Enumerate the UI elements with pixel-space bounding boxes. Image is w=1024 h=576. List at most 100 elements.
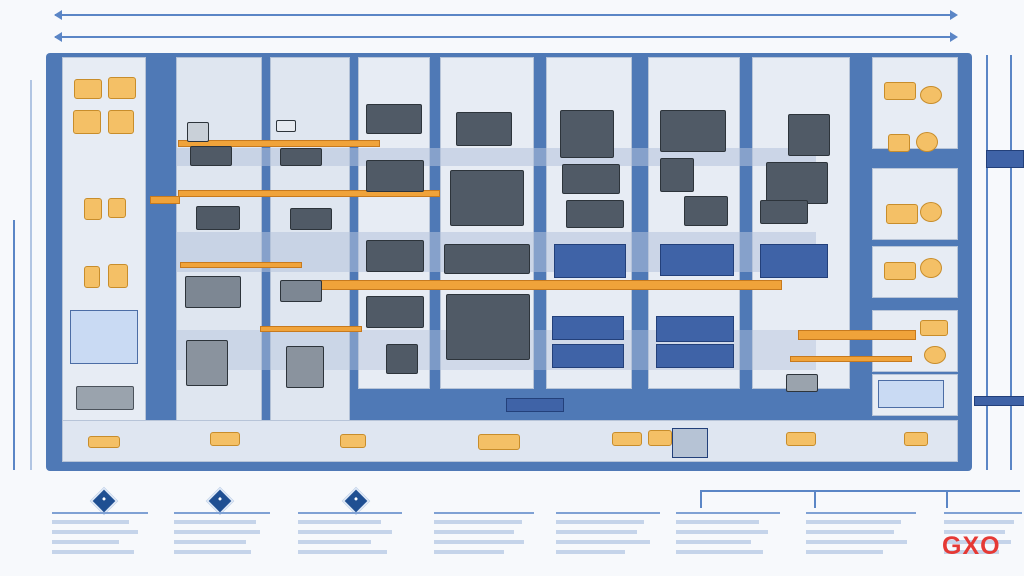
top-dimension-arrow-left-1 — [54, 10, 62, 20]
top-dimension-arrow-right-1 — [950, 10, 958, 20]
right-label-box-2 — [974, 396, 1024, 406]
zone-panel-9 — [872, 57, 958, 149]
center-screen — [506, 398, 564, 412]
annotation-block-4 — [434, 512, 534, 572]
left-dimension-line — [13, 220, 15, 470]
bottom-chip-4 — [478, 434, 520, 450]
item-chip-2 — [108, 77, 136, 99]
annotation-block-1 — [52, 512, 148, 572]
bottom-chip-8 — [904, 432, 928, 446]
diamond-marker-icon-2 — [205, 486, 235, 516]
conveyor-line-7 — [790, 356, 912, 362]
item-chip-10 — [920, 86, 942, 104]
machine-29 — [786, 374, 818, 392]
screen-4 — [660, 244, 734, 276]
bottom-chip-1 — [88, 436, 120, 448]
machine-24 — [660, 158, 694, 192]
item-chip-13 — [886, 204, 918, 224]
diamond-marker-icon-1 — [89, 486, 119, 516]
bottom-chip-7 — [786, 432, 816, 446]
info-screen-1 — [70, 310, 138, 364]
item-chip-1 — [74, 79, 102, 99]
machine-26 — [788, 114, 830, 156]
item-chip-5 — [84, 198, 102, 220]
machine-18 — [444, 244, 530, 274]
item-chip-4 — [108, 110, 134, 134]
item-chip-17 — [920, 320, 948, 336]
conveyor-line-1 — [178, 140, 380, 147]
top-dimension-line-1 — [55, 14, 955, 16]
screen-2 — [552, 316, 624, 340]
right-dimension-line-1 — [986, 55, 988, 470]
annotation-block-7 — [806, 512, 916, 572]
screen-6 — [656, 344, 734, 368]
item-chip-8 — [108, 264, 128, 288]
machine-7 — [280, 148, 322, 166]
item-chip-16 — [920, 258, 942, 278]
bottom-chip-6 — [648, 430, 672, 446]
translucent-band-1 — [176, 148, 816, 166]
item-chip-9 — [884, 82, 916, 100]
bottom-chip-3 — [340, 434, 366, 448]
conveyor-line-4 — [798, 330, 916, 340]
machine-2 — [190, 146, 232, 166]
machine-16 — [456, 112, 512, 146]
machine-1 — [187, 122, 209, 142]
pallet-stack-1 — [76, 386, 134, 410]
conveyor-line-6 — [260, 326, 362, 332]
machine-8 — [290, 208, 332, 230]
left-dimension-line-2 — [30, 80, 32, 470]
bottom-chip-2 — [210, 432, 240, 446]
annotation-block-2 — [174, 512, 270, 572]
machine-23 — [660, 110, 726, 152]
item-chip-6 — [108, 198, 126, 218]
right-dimension-line-2 — [1010, 55, 1012, 470]
annotation-block-8 — [944, 512, 1022, 572]
machine-14 — [366, 296, 424, 328]
screen-3 — [552, 344, 624, 368]
bracket-line-v2 — [814, 490, 816, 508]
annotation-block-5 — [556, 512, 660, 572]
machine-13 — [366, 240, 424, 272]
screen-1 — [554, 244, 626, 278]
machine-10 — [286, 346, 324, 388]
machine-22 — [566, 200, 624, 228]
machine-5 — [186, 340, 228, 386]
machine-27 — [766, 162, 828, 204]
machine-21 — [562, 164, 620, 194]
annotation-block-6 — [676, 512, 780, 572]
machine-3 — [196, 206, 240, 230]
machine-28 — [760, 200, 808, 224]
conveyor-line-5 — [180, 262, 302, 268]
conveyor-line-3 — [320, 280, 782, 290]
machine-25 — [684, 196, 728, 226]
conveyor-line-2 — [178, 190, 440, 197]
item-chip-15 — [884, 262, 916, 280]
diamond-marker-icon-3 — [341, 486, 371, 516]
conveyor-line-8 — [150, 196, 180, 204]
machine-12 — [366, 160, 424, 192]
right-label-box — [986, 150, 1024, 168]
bottom-screen — [672, 428, 708, 458]
machine-20 — [560, 110, 614, 158]
item-chip-11 — [888, 134, 910, 152]
machine-17 — [450, 170, 524, 226]
gxo-watermark: GXO — [942, 532, 1001, 560]
bracket-line-v1 — [700, 490, 702, 508]
machine-6 — [276, 120, 296, 132]
bracket-line-v3 — [946, 490, 948, 508]
item-chip-18 — [924, 346, 946, 364]
top-dimension-arrow-left-2 — [54, 32, 62, 42]
top-dimension-arrow-right-2 — [950, 32, 958, 42]
item-chip-3 — [73, 110, 101, 134]
machine-9 — [280, 280, 322, 302]
item-chip-14 — [920, 202, 942, 222]
machine-11 — [366, 104, 422, 134]
screen-7 — [760, 244, 828, 278]
info-screen-2 — [878, 380, 944, 408]
bottom-chip-5 — [612, 432, 642, 446]
machine-19 — [446, 294, 530, 360]
annotation-block-3 — [298, 512, 402, 572]
item-chip-12 — [916, 132, 938, 152]
top-dimension-line-2 — [55, 36, 955, 38]
